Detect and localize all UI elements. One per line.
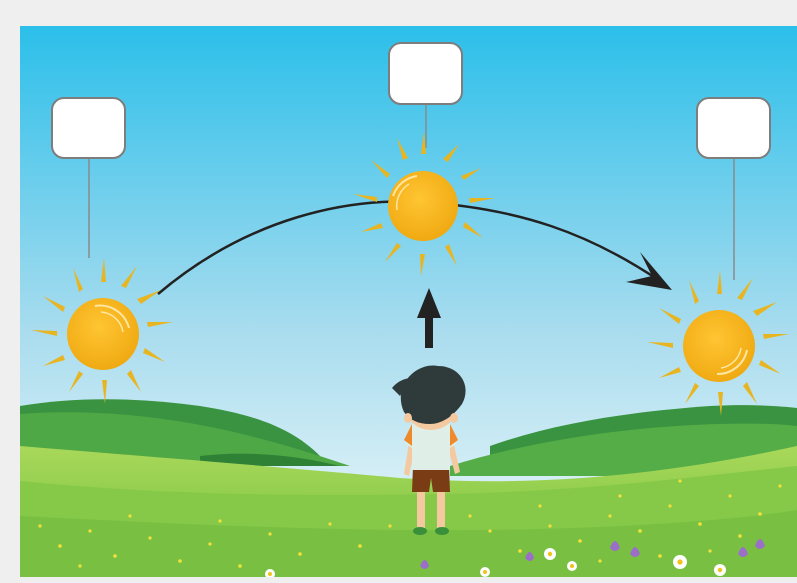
label-box-left[interactable] xyxy=(52,98,125,158)
label-box-top[interactable] xyxy=(389,43,462,104)
label-box-right[interactable] xyxy=(697,98,770,158)
scene-canvas xyxy=(20,26,797,577)
sun-path-scene xyxy=(20,26,797,577)
